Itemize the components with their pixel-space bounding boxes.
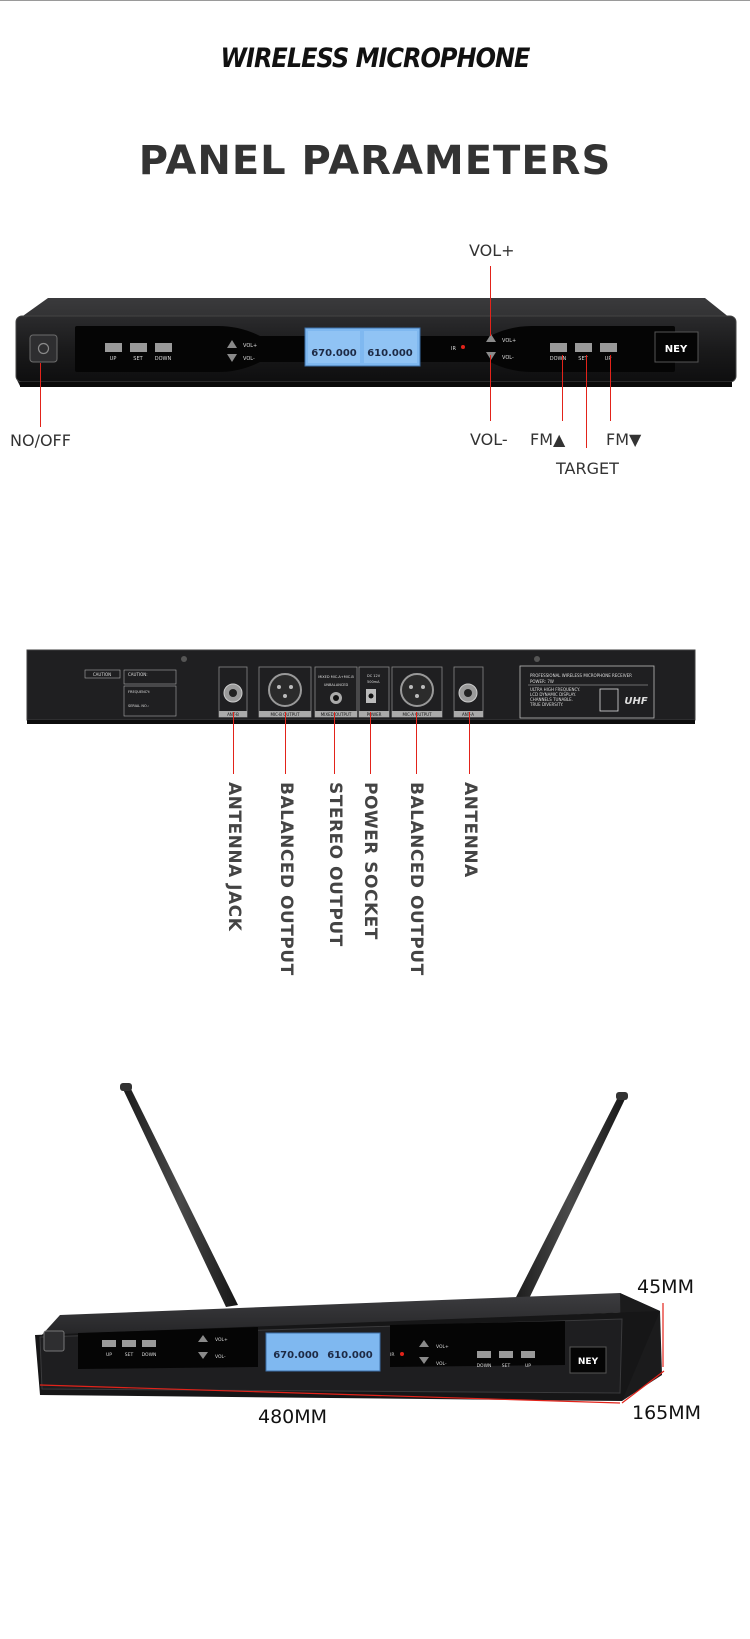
callout-line-antenna bbox=[469, 712, 470, 774]
svg-text:UHF: UHF bbox=[624, 696, 647, 707]
callout-line-stereo bbox=[334, 712, 335, 774]
svg-text:NEY: NEY bbox=[665, 344, 688, 355]
callout-line-balanced-a bbox=[416, 712, 417, 774]
callout-line-vol-minus bbox=[490, 355, 491, 421]
svg-text:670.000: 670.000 bbox=[273, 1350, 319, 1361]
svg-text:PROFESSIONAL WIRELESS MICROPHO: PROFESSIONAL WIRELESS MICROPHONE RECEIVE… bbox=[530, 673, 632, 678]
svg-text:SET: SET bbox=[125, 1352, 134, 1358]
callout-line-fm-down bbox=[610, 355, 611, 421]
svg-text:VOL-: VOL- bbox=[215, 1354, 226, 1360]
svg-text:SET: SET bbox=[133, 356, 143, 362]
svg-text:CAUTION: CAUTION bbox=[93, 672, 111, 677]
dimension-depth: 165MM bbox=[632, 1402, 702, 1424]
svg-text:TRUE DIVERSITY.: TRUE DIVERSITY. bbox=[529, 702, 563, 707]
svg-text:IR: IR bbox=[451, 346, 456, 352]
page-title: PANEL PARAMETERS bbox=[138, 138, 612, 184]
svg-text:VOL+: VOL+ bbox=[215, 1337, 228, 1343]
rear-panel-image: CAUTION CAUTION: FREQUENCY: SERIAL NO.: … bbox=[26, 649, 696, 724]
svg-text:DOWN: DOWN bbox=[142, 1352, 157, 1358]
svg-text:LCD DYNAMIC DISPLAY.: LCD DYNAMIC DISPLAY. bbox=[530, 692, 576, 697]
label-balanced-output-a: BALANCED OUTPUT bbox=[406, 782, 426, 976]
callout-line-balanced-b bbox=[285, 712, 286, 774]
svg-text:VOL+: VOL+ bbox=[243, 343, 257, 349]
svg-text:670.000: 670.000 bbox=[311, 348, 357, 359]
svg-text:POWER: POWER bbox=[367, 712, 382, 717]
label-balanced-output-b: BALANCED OUTPUT bbox=[276, 782, 296, 976]
svg-text:VOL-: VOL- bbox=[243, 356, 255, 362]
callout-line-fm-up bbox=[562, 355, 563, 421]
label-power: NO/OFF bbox=[10, 431, 71, 450]
svg-text:MIXED OUTPUT: MIXED OUTPUT bbox=[321, 712, 352, 717]
svg-text:SET: SET bbox=[502, 1363, 511, 1369]
svg-text:POWER: 7W: POWER: 7W bbox=[530, 679, 554, 684]
svg-text:NEY: NEY bbox=[578, 1357, 599, 1367]
svg-text:MIXED MIC-A+MIC-B: MIXED MIC-A+MIC-B bbox=[318, 675, 354, 679]
svg-text:UP: UP bbox=[525, 1363, 531, 1369]
svg-text:SERIAL NO.:: SERIAL NO.: bbox=[128, 704, 149, 708]
dimension-height: 45MM bbox=[637, 1276, 694, 1298]
product-perspective-image: UP SET DOWN VOL+ VOL- 670.000 610.000 IR… bbox=[35, 1083, 665, 1404]
svg-text:610.000: 610.000 bbox=[367, 348, 413, 359]
svg-text:ANT-A: ANT-A bbox=[462, 712, 474, 717]
svg-text:CHANNELS TUNABLE.: CHANNELS TUNABLE. bbox=[530, 697, 573, 702]
svg-text:ULTRA HIGH FREQUENCY.: ULTRA HIGH FREQUENCY. bbox=[530, 687, 580, 692]
top-divider bbox=[0, 0, 750, 1]
svg-text:VOL+: VOL+ bbox=[436, 1344, 449, 1350]
callout-line-target bbox=[586, 355, 587, 448]
power-button bbox=[29, 334, 58, 363]
label-fm-down: FM▼ bbox=[606, 430, 642, 449]
headline: WIRELESS MICROPHONE bbox=[220, 42, 531, 74]
callout-line-vol-plus bbox=[490, 266, 491, 336]
label-vol-minus: VOL- bbox=[470, 430, 508, 449]
svg-text:UNBALANCED: UNBALANCED bbox=[324, 683, 349, 687]
callout-line-power bbox=[40, 363, 41, 427]
svg-text:FREQUENCY:: FREQUENCY: bbox=[128, 690, 150, 694]
label-vol-plus: VOL+ bbox=[469, 241, 515, 260]
dimension-width: 480MM bbox=[258, 1406, 328, 1428]
svg-text:DOWN: DOWN bbox=[477, 1363, 492, 1369]
label-stereo-output: STEREO OUTPUT bbox=[325, 782, 345, 947]
callout-line-antenna-jack bbox=[233, 712, 234, 774]
svg-text:IR: IR bbox=[390, 1352, 394, 1358]
label-power-socket: POWER SOCKET bbox=[360, 782, 380, 940]
svg-text:DOWN: DOWN bbox=[550, 356, 567, 362]
svg-text:VOL-: VOL- bbox=[436, 1361, 447, 1367]
svg-text:DC 12V: DC 12V bbox=[367, 674, 381, 678]
svg-text:CAUTION:: CAUTION: bbox=[128, 672, 148, 677]
svg-text:VOL+: VOL+ bbox=[502, 338, 516, 344]
svg-text:DOWN: DOWN bbox=[155, 356, 172, 362]
front-panel-image: UP SET DOWN VOL+ VOL- 670.000 610.000 IR… bbox=[15, 298, 737, 387]
svg-text:VOL-: VOL- bbox=[502, 355, 514, 361]
svg-text:MIC-A OUTPUT: MIC-A OUTPUT bbox=[402, 712, 432, 717]
label-target: TARGET bbox=[556, 459, 619, 478]
label-fm-up: FM▲ bbox=[530, 430, 566, 449]
callout-line-power-socket bbox=[370, 712, 371, 774]
label-antenna-jack: ANTENNA JACK bbox=[224, 782, 244, 932]
svg-text:UP: UP bbox=[110, 356, 117, 362]
label-antenna: ANTENNA bbox=[460, 782, 480, 878]
svg-text:SET: SET bbox=[578, 356, 588, 362]
svg-text:610.000: 610.000 bbox=[327, 1350, 373, 1361]
svg-text:UP: UP bbox=[605, 356, 612, 362]
svg-text:UP: UP bbox=[106, 1352, 112, 1358]
svg-text:500mA: 500mA bbox=[367, 680, 380, 684]
